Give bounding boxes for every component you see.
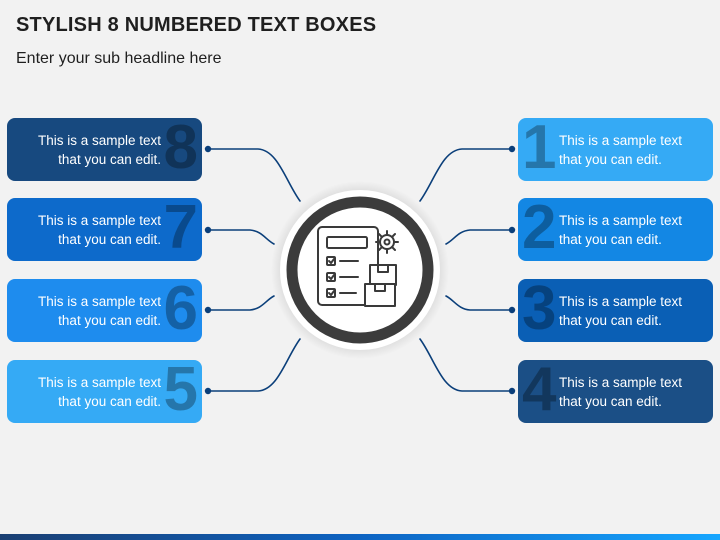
connector-dot-5 — [204, 387, 212, 395]
connector-dot-4 — [508, 387, 516, 395]
text-box-2-text: This is a sample text that you can edit. — [559, 213, 683, 247]
connector-6 — [207, 295, 275, 311]
text-box-1[interactable]: 1 This is a sample text that you can edi… — [518, 118, 713, 181]
central-hub — [271, 181, 449, 359]
text-box-2[interactable]: 2 This is a sample text that you can edi… — [518, 198, 713, 261]
text-box-2-number: 2 — [522, 198, 557, 261]
text-box-8-number: 8 — [163, 118, 198, 181]
connector-1 — [419, 148, 513, 202]
connector-dot-1 — [508, 145, 516, 153]
page-title: STYLISH 8 NUMBERED TEXT BOXES — [16, 14, 377, 36]
connector-dot-8 — [204, 145, 212, 153]
connector-dot-2 — [508, 226, 516, 234]
bottom-accent-bar — [0, 534, 720, 540]
connector-5 — [207, 338, 301, 392]
text-box-8-text: This is a sample text that you can edit. — [37, 133, 161, 167]
text-box-7[interactable]: This is a sample text that you can edit.… — [7, 198, 202, 261]
text-box-5-text: This is a sample text that you can edit. — [37, 375, 161, 409]
connector-dot-6 — [204, 306, 212, 314]
text-box-5-number: 5 — [163, 360, 198, 423]
text-box-8[interactable]: This is a sample text that you can edit.… — [7, 118, 202, 181]
text-box-6-number: 6 — [163, 279, 198, 342]
text-box-4-number: 4 — [522, 360, 557, 423]
text-box-1-number: 1 — [522, 118, 557, 181]
text-box-7-text: This is a sample text that you can edit. — [37, 213, 161, 247]
connector-2 — [445, 229, 513, 245]
connector-7 — [207, 229, 275, 245]
connector-8 — [207, 148, 301, 202]
text-box-5[interactable]: This is a sample text that you can edit.… — [7, 360, 202, 423]
connector-3 — [445, 295, 513, 311]
text-box-6[interactable]: This is a sample text that you can edit.… — [7, 279, 202, 342]
text-box-3-text: This is a sample text that you can edit. — [559, 294, 683, 328]
checklist-with-gear-and-boxes-icon — [317, 226, 399, 307]
text-box-3[interactable]: 3 This is a sample text that you can edi… — [518, 279, 713, 342]
connector-4 — [419, 338, 513, 392]
connector-dot-7 — [204, 226, 212, 234]
hub-ring — [286, 196, 434, 344]
text-box-4[interactable]: 4 This is a sample text that you can edi… — [518, 360, 713, 423]
text-box-6-text: This is a sample text that you can edit. — [37, 294, 161, 328]
connector-dot-3 — [508, 306, 516, 314]
text-box-7-number: 7 — [163, 198, 198, 261]
page-subtitle: Enter your sub headline here — [16, 50, 222, 67]
text-box-1-text: This is a sample text that you can edit. — [559, 133, 683, 167]
text-box-3-number: 3 — [522, 279, 557, 342]
text-box-4-text: This is a sample text that you can edit. — [559, 375, 683, 409]
